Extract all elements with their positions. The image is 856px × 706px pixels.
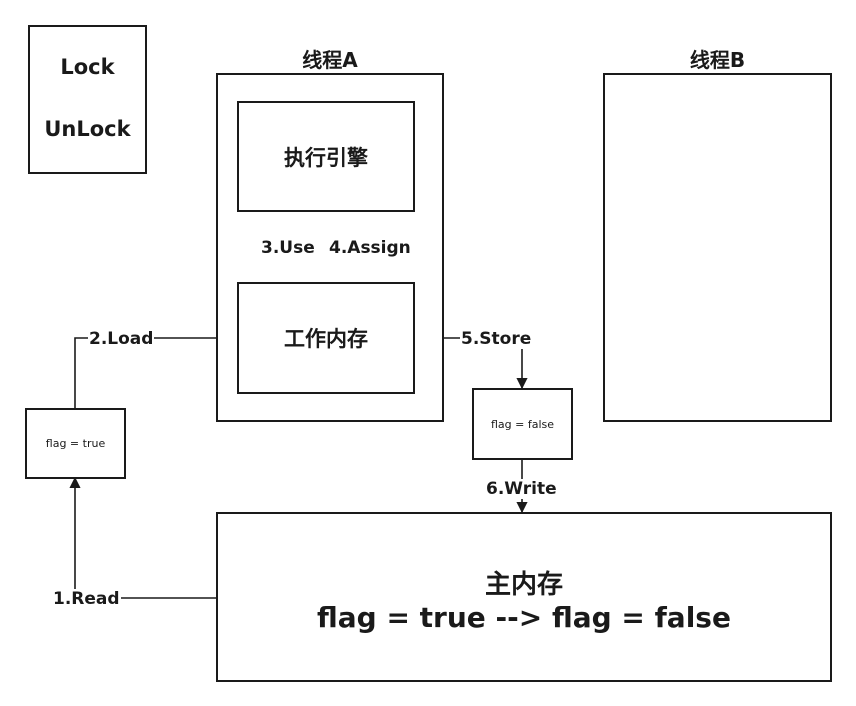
- flag-false-value: flag = false: [490, 417, 555, 431]
- store-label: 5.Store: [460, 329, 533, 349]
- work-memory-box: 工作内存: [237, 282, 415, 394]
- flag-true-box: flag = true: [25, 408, 126, 479]
- thread-a-title: 线程A: [302, 48, 358, 72]
- thread-b-title: 线程B: [689, 48, 746, 72]
- lock-box: [28, 25, 147, 174]
- main-memory-title: 主内存: [484, 570, 563, 600]
- load-label: 2.Load: [88, 329, 155, 349]
- write-label: 6.Write: [485, 479, 558, 499]
- work-memory-label: 工作内存: [284, 327, 368, 351]
- use-label: 3.Use: [260, 238, 316, 258]
- lock-label: Lock: [60, 55, 115, 79]
- main-memory-box: [216, 512, 832, 682]
- main-memory-change: flag = true --> flag = false: [317, 601, 731, 634]
- thread-b-container: [603, 73, 832, 422]
- read-label: 1.Read: [52, 589, 121, 609]
- flag-false-box: flag = false: [472, 388, 573, 460]
- execution-engine-label: 执行引擎: [284, 145, 368, 170]
- flag-true-value: flag = true: [45, 437, 106, 450]
- read-arrow: [69, 476, 216, 599]
- execution-engine-box: 执行引擎: [237, 101, 415, 212]
- unlock-label: UnLock: [44, 117, 131, 141]
- load-arrow: [74, 332, 239, 408]
- assign-label: 4.Assign: [328, 238, 412, 258]
